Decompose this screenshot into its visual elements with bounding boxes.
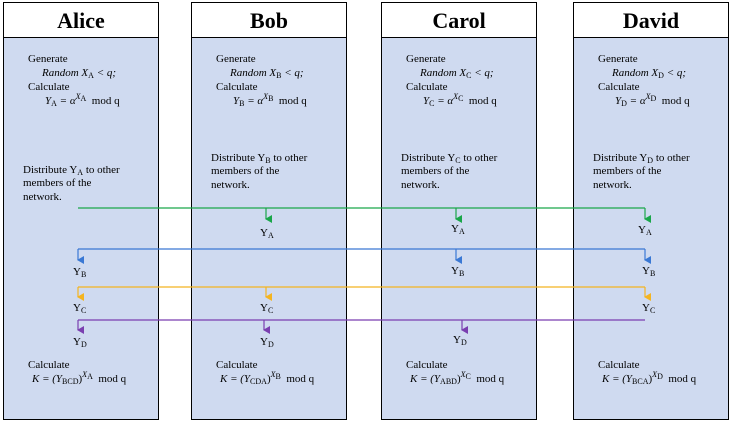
column-david: David (573, 2, 729, 420)
distribute-line-2: members of the (211, 165, 280, 177)
arrow-group-ya (78, 207, 651, 223)
calculate-label: Calculate (406, 81, 448, 93)
random-expression: Random XD < q; (612, 67, 687, 80)
received-ya-bob: YA (260, 227, 274, 240)
public-key-expression: YD = αXD mod q (615, 92, 690, 108)
received-yc-alice: YC (73, 302, 87, 315)
shared-key-expression: K = (YABD)XC mod q (410, 370, 505, 386)
distribute-line-1: Distribute YA to other (23, 164, 120, 177)
received-yd-bob: YD (260, 336, 274, 349)
distribute-line-1: Distribute YD to other (593, 152, 690, 165)
column-alice: Alice (3, 2, 159, 420)
arrow-group-yc (77, 286, 651, 301)
party-panel-carol (381, 38, 537, 420)
calculate-label: Calculate (598, 81, 640, 93)
party-header-david: David (573, 2, 729, 38)
received-yd-alice: YD (73, 336, 87, 349)
received-yc-david: YC (642, 302, 656, 315)
generate-label: Generate (28, 53, 68, 65)
random-expression: Random XC < q; (420, 67, 494, 80)
final-calculate-label: Calculate (28, 359, 70, 371)
received-ya-david: YA (638, 224, 652, 237)
party-header-bob: Bob (191, 2, 347, 38)
final-calculate-label: Calculate (216, 359, 258, 371)
party-panel-david (573, 38, 729, 420)
party-header-alice: Alice (3, 2, 159, 38)
received-yb-david: YB (642, 265, 656, 278)
distribute-line-2: members of the (593, 165, 662, 177)
public-key-expression: YC = αXC mod q (423, 92, 497, 108)
received-ya-carol: YA (451, 223, 465, 236)
arrow-group-yb (77, 248, 651, 264)
party-panel-bob (191, 38, 347, 420)
column-carol: Carol (381, 2, 537, 420)
generate-label: Generate (216, 53, 256, 65)
party-panel-alice (3, 38, 159, 420)
received-yb-alice: YB (73, 266, 87, 279)
public-key-expression: YB = αXB mod q (233, 92, 307, 108)
arrow-group-yd (77, 319, 645, 334)
generate-label: Generate (598, 53, 638, 65)
shared-key-expression: K = (YCDA)XB mod q (220, 370, 315, 386)
shared-key-expression: K = (YBCA)XD mod q (602, 370, 697, 386)
random-expression: Random XA < q; (42, 67, 117, 80)
received-yc-bob: YC (260, 302, 274, 315)
generate-label: Generate (406, 53, 446, 65)
final-calculate-label: Calculate (598, 359, 640, 371)
distribute-line-2: members of the (23, 177, 92, 189)
calculate-label: Calculate (28, 81, 70, 93)
public-key-expression: YA = αXA mod q (45, 92, 120, 108)
random-expression: Random XB < q; (230, 67, 304, 80)
received-yb-carol: YB (451, 265, 465, 278)
distribute-line-3: network. (593, 179, 632, 191)
calculate-label: Calculate (216, 81, 258, 93)
received-yd-carol: YD (453, 334, 467, 347)
shared-key-expression: K = (YBCD)XA mod q (32, 370, 127, 386)
distribute-line-1: Distribute YC to other (401, 152, 498, 165)
party-header-carol: Carol (381, 2, 537, 38)
column-bob: Bob (191, 2, 347, 420)
distribute-line-3: network. (401, 179, 440, 191)
distribute-line-3: network. (211, 179, 250, 191)
distribute-line-3: network. (23, 191, 62, 203)
final-calculate-label: Calculate (406, 359, 448, 371)
distribute-line-2: members of the (401, 165, 470, 177)
distribute-line-1: Distribute YB to other (211, 152, 308, 165)
